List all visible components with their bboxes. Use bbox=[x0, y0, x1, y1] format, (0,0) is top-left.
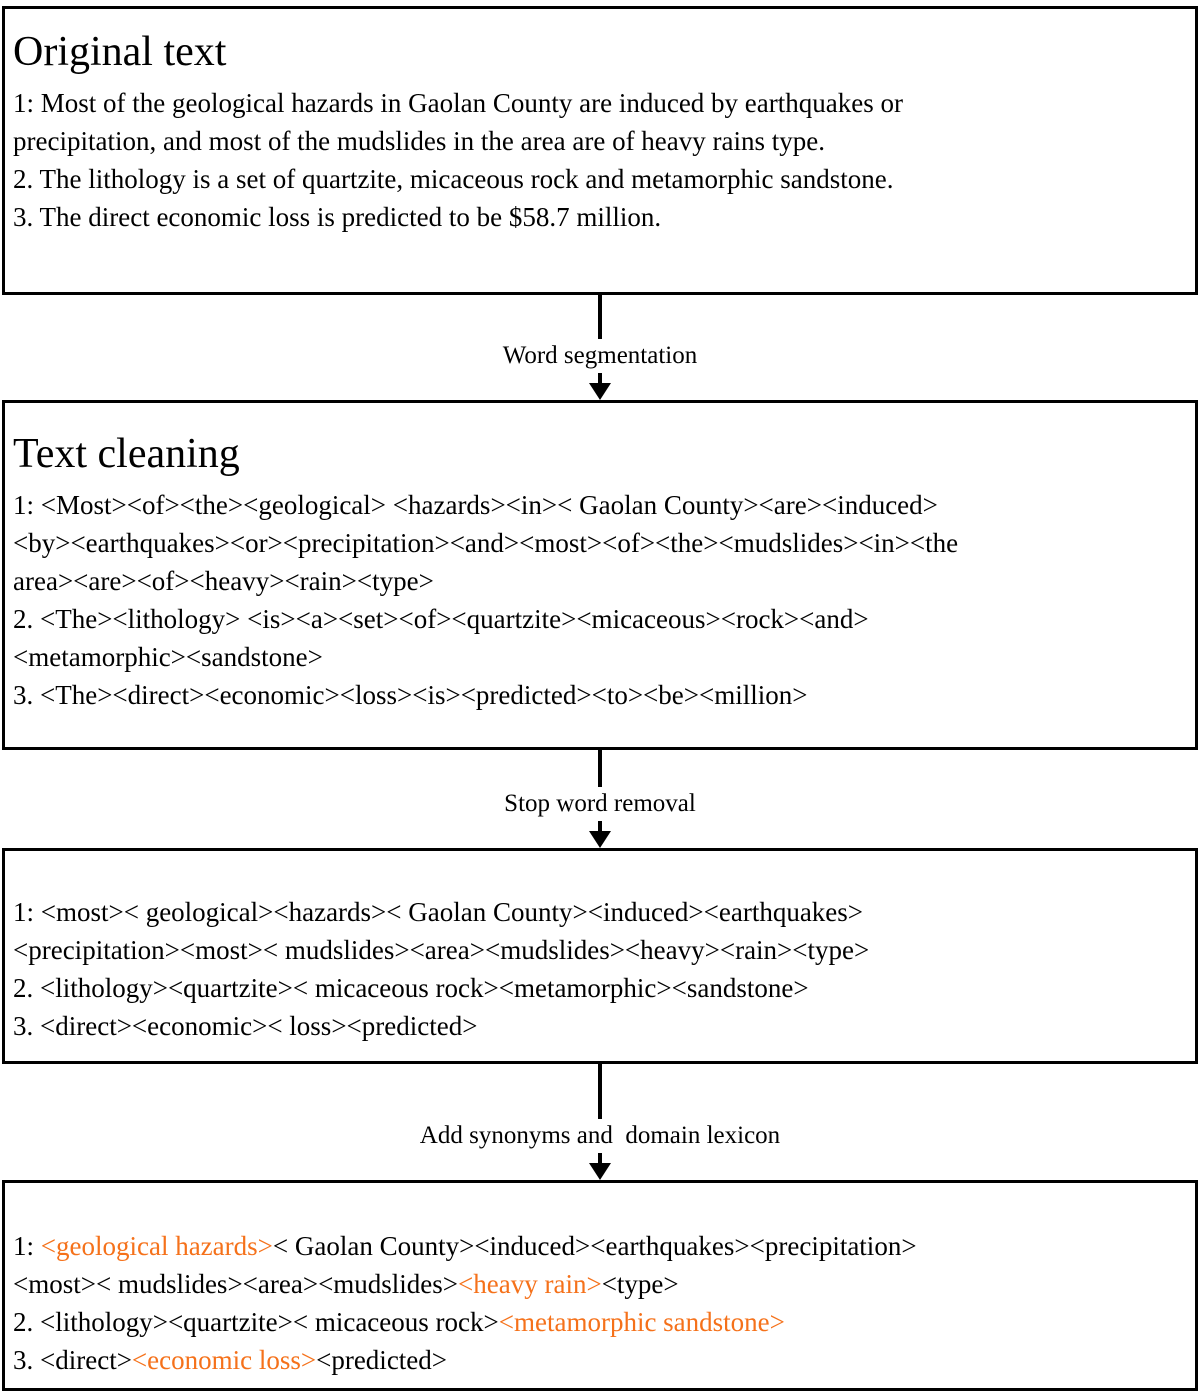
connector-label-word-segmentation: Word segmentation bbox=[502, 342, 698, 369]
text-line: 3. <direct><economic loss><predicted> bbox=[13, 1341, 1187, 1379]
plain-text: <most>< mudslides><area><mudslides> bbox=[13, 1269, 459, 1299]
text-line: <most>< mudslides><area><mudslides><heav… bbox=[13, 1265, 1187, 1303]
text-line: 3. <direct><economic>< loss><predicted> bbox=[13, 1011, 478, 1041]
highlighted-term: <metamorphic sandstone> bbox=[498, 1307, 785, 1337]
arrow-down-icon bbox=[589, 831, 611, 848]
text-line: 1: <Most><of><the><geological> <hazards>… bbox=[13, 490, 938, 521]
arrow-shaft bbox=[598, 821, 602, 831]
text-line: 1: <most>< geological><hazards>< Gaolan … bbox=[13, 897, 864, 927]
plain-text: 3. <direct> bbox=[13, 1345, 132, 1375]
text-cleaning-title: Text cleaning bbox=[13, 431, 240, 477]
text-line: precipitation, and most of the mudslides… bbox=[13, 126, 825, 157]
original-text-box: Original text 1: Most of the geological … bbox=[2, 6, 1198, 295]
text-line: 2. <lithology><quartzite>< micaceous roc… bbox=[13, 973, 809, 1003]
connector-label-stop-word-removal: Stop word removal bbox=[504, 790, 696, 817]
highlighted-term: <economic loss> bbox=[131, 1345, 317, 1375]
text-line: 2. <lithology><quartzite>< micaceous roc… bbox=[13, 1303, 1187, 1341]
text-line: 1: Most of the geological hazards in Gao… bbox=[13, 88, 903, 119]
synonyms-added-lines: 1: <geological hazards>< Gaolan County><… bbox=[13, 1227, 1187, 1379]
plain-text: < Gaolan County><induced><earthquakes><p… bbox=[272, 1231, 917, 1261]
plain-text: <predicted> bbox=[316, 1345, 448, 1375]
plain-text: 1: bbox=[13, 1231, 41, 1261]
stop-word-removed-box: 1: <most>< geological><hazards>< Gaolan … bbox=[2, 848, 1198, 1064]
connector-label-add-synonyms: Add synonyms and domain lexicon bbox=[419, 1122, 781, 1149]
original-text-title: Original text bbox=[13, 29, 227, 75]
plain-text: <type> bbox=[601, 1269, 679, 1299]
text-line: 3. <The><direct><economic><loss><is><pre… bbox=[13, 680, 808, 711]
arrow-line bbox=[598, 1064, 602, 1119]
arrow-shaft bbox=[598, 1153, 602, 1163]
text-line: <precipitation><most>< mudslides><area><… bbox=[13, 935, 870, 965]
original-text-lines: 1: Most of the geological hazards in Gao… bbox=[13, 84, 1187, 236]
text-line: 1: <geological hazards>< Gaolan County><… bbox=[13, 1227, 1187, 1265]
arrow-line bbox=[598, 295, 602, 339]
text-line: area><are><of><heavy><rain><type> bbox=[13, 566, 434, 597]
connector-stop-word-removal: Stop word removal bbox=[0, 750, 1200, 848]
stop-word-removed-lines: 1: <most>< geological><hazards>< Gaolan … bbox=[13, 893, 1187, 1045]
text-line: <metamorphic><sandstone> bbox=[13, 642, 323, 673]
arrow-down-icon bbox=[589, 383, 611, 400]
connector-word-segmentation: Word segmentation bbox=[0, 295, 1200, 400]
arrow-shaft bbox=[598, 373, 602, 383]
text-cleaning-lines: 1: <Most><of><the><geological> <hazards>… bbox=[13, 486, 1187, 714]
text-line: 2. <The><lithology> <is><a><set><of><qua… bbox=[13, 604, 869, 635]
text-line: 2. The lithology is a set of quartzite, … bbox=[13, 164, 894, 195]
highlighted-term: <geological hazards> bbox=[40, 1231, 273, 1261]
text-cleaning-box: Text cleaning 1: <Most><of><the><geologi… bbox=[2, 400, 1198, 750]
arrow-line bbox=[598, 750, 602, 787]
connector-add-synonyms: Add synonyms and domain lexicon bbox=[0, 1064, 1200, 1180]
highlighted-term: <heavy rain> bbox=[458, 1269, 602, 1299]
text-line: 3. The direct economic loss is predicted… bbox=[13, 202, 662, 233]
plain-text: 2. <lithology><quartzite>< micaceous roc… bbox=[13, 1307, 499, 1337]
text-line: <by><earthquakes><or><precipitation><and… bbox=[13, 528, 959, 559]
arrow-down-icon bbox=[589, 1163, 611, 1180]
synonyms-added-box: 1: <geological hazards>< Gaolan County><… bbox=[2, 1180, 1198, 1391]
